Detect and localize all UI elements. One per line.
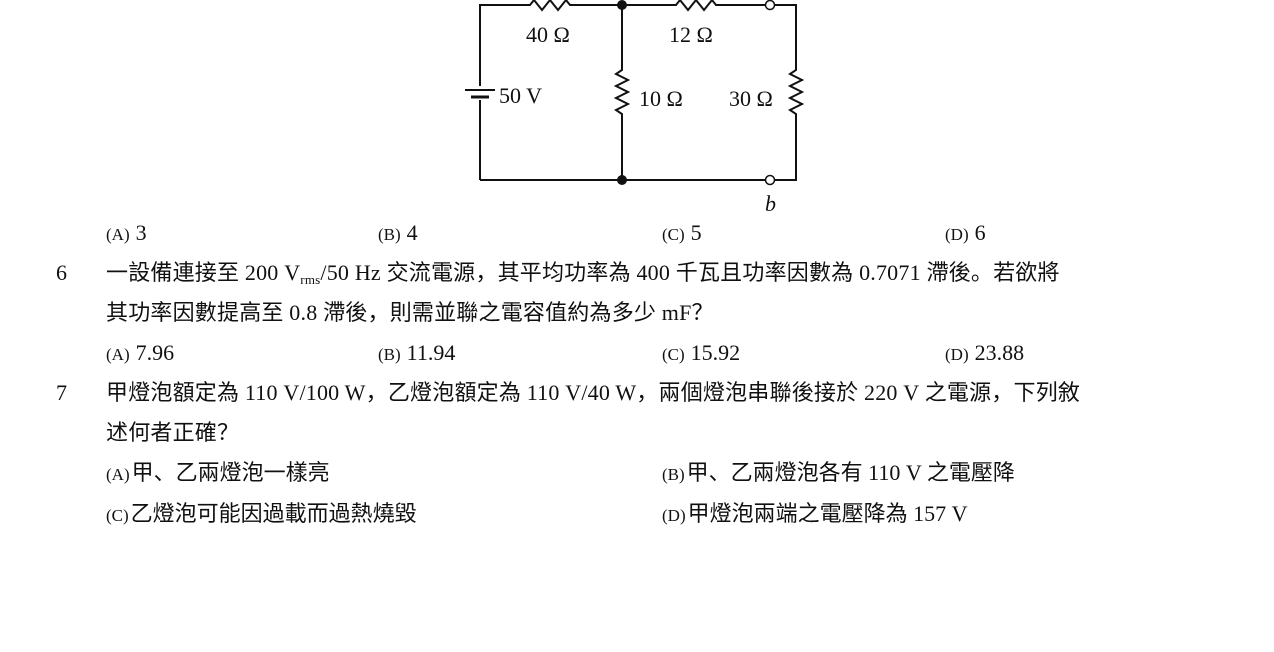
option-tag: (A) bbox=[106, 225, 130, 244]
option-text: 15.92 bbox=[690, 340, 741, 365]
option-text: 6 bbox=[974, 220, 986, 245]
q6-text-a: 一設備連接至 200 V bbox=[106, 260, 301, 285]
option-text: 23.88 bbox=[974, 340, 1025, 365]
q7-line-1: 甲燈泡額定為 110 V/100 W，乙燈泡額定為 110 V/40 W，兩個燈… bbox=[106, 380, 1081, 405]
option-tag: (C) bbox=[662, 225, 685, 244]
label-terminal-b: b bbox=[765, 191, 776, 216]
option-tag: (A) bbox=[106, 345, 130, 364]
option-text: 4 bbox=[406, 220, 418, 245]
label-10-ohm: 10 Ω bbox=[639, 86, 683, 111]
option-text: 11.94 bbox=[406, 340, 456, 365]
q6-line-1: 一設備連接至 200 Vrms/50 Hz 交流電源，其平均功率為 400 千瓦… bbox=[106, 259, 1060, 287]
option-tag: (D) bbox=[945, 345, 969, 364]
q7-line-2: 述何者正確？ bbox=[106, 420, 240, 445]
q7-option-c[interactable]: (C)乙燈泡可能因過載而過熱燒毀 bbox=[106, 501, 417, 529]
option-tag: (D) bbox=[662, 506, 686, 525]
q6-text-b: /50 Hz 交流電源，其平均功率為 400 千瓦且功率因數為 0.7071 滯… bbox=[320, 260, 1060, 285]
terminal-b bbox=[764, 174, 776, 186]
option-tag: (C) bbox=[106, 506, 129, 525]
option-text: 3 bbox=[135, 220, 147, 245]
option-text: 甲、乙兩燈泡各有 110 V 之電壓降 bbox=[686, 460, 1015, 485]
option-text: 5 bbox=[690, 220, 702, 245]
label-12-ohm: 12 Ω bbox=[669, 22, 713, 47]
option-tag: (B) bbox=[378, 225, 401, 244]
top-wire bbox=[479, 0, 766, 180]
option-tag: (B) bbox=[378, 345, 401, 364]
q7-option-b[interactable]: (B)甲、乙兩燈泡各有 110 V 之電壓降 bbox=[662, 460, 1015, 488]
q6-subscript: rms bbox=[300, 272, 321, 287]
q5-option-a[interactable]: (A) 3 bbox=[106, 220, 147, 248]
option-text: 7.96 bbox=[135, 340, 175, 365]
junction-top bbox=[617, 0, 627, 10]
option-tag: (A) bbox=[106, 465, 130, 484]
q6-line-2: 其功率因數提高至 0.8 滯後，則需並聯之電容值約為多少 mF？ bbox=[106, 300, 714, 325]
label-40-ohm: 40 Ω bbox=[526, 22, 570, 47]
option-tag: (D) bbox=[945, 225, 969, 244]
option-text: 乙燈泡可能因過載而過熱燒毀 bbox=[130, 501, 417, 526]
label-30-ohm: 30 Ω bbox=[729, 86, 773, 111]
option-tag: (B) bbox=[662, 465, 685, 484]
option-text: 甲燈泡兩端之電壓降為 157 V bbox=[687, 501, 968, 526]
q6-option-d[interactable]: (D) 23.88 bbox=[945, 340, 1024, 368]
q7-option-a[interactable]: (A)甲、乙兩燈泡一樣亮 bbox=[106, 460, 330, 488]
right-branch-wire bbox=[775, 4, 805, 181]
q7-option-d[interactable]: (D)甲燈泡兩端之電壓降為 157 V bbox=[662, 501, 968, 529]
q5-option-d[interactable]: (D) 6 bbox=[945, 220, 986, 248]
option-text: 甲、乙兩燈泡一樣亮 bbox=[131, 460, 330, 485]
middle-branch-wire bbox=[613, 5, 631, 180]
q6-option-a[interactable]: (A) 7.96 bbox=[106, 340, 174, 368]
q6-number: 6 bbox=[56, 260, 67, 285]
q7-number: 7 bbox=[56, 380, 67, 405]
q5-option-c[interactable]: (C) 5 bbox=[662, 220, 702, 248]
circuit-diagram: 40 Ω 12 Ω 50 V 10 Ω 30 Ω b bbox=[465, 0, 805, 216]
q6-option-b[interactable]: (B) 11.94 bbox=[378, 340, 455, 368]
option-tag: (C) bbox=[662, 345, 685, 364]
q6-option-c[interactable]: (C) 15.92 bbox=[662, 340, 740, 368]
junction-bottom bbox=[617, 175, 627, 185]
terminal-a bbox=[764, 0, 776, 11]
label-50-volt: 50 V bbox=[499, 83, 542, 108]
q5-option-b[interactable]: (B) 4 bbox=[378, 220, 418, 248]
